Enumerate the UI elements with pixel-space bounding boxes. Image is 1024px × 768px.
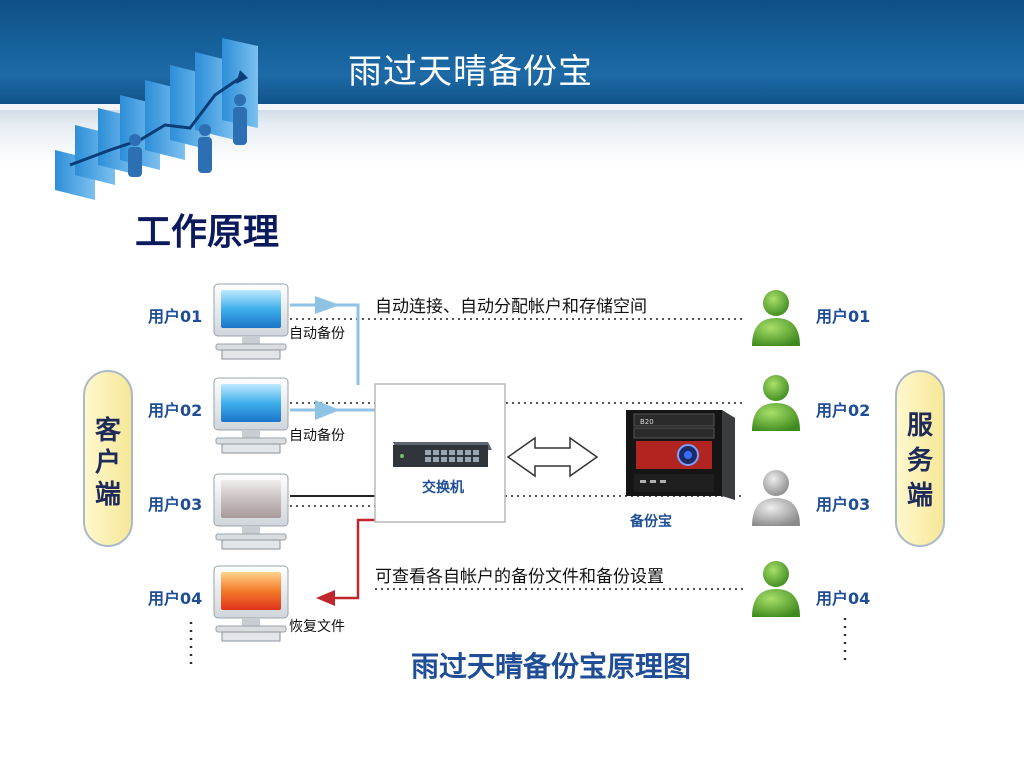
client-action-04: 恢复文件 <box>289 618 345 635</box>
client-action-01: 自动备份 <box>289 325 345 342</box>
header-title: 雨过天晴备份宝 <box>348 52 593 92</box>
backup-arrows <box>290 296 375 420</box>
server-user-icon-02 <box>752 375 800 431</box>
client-name-01: 用户01 <box>148 307 202 326</box>
client-label-char: 端 <box>95 480 121 510</box>
client-computer-02 <box>213 377 289 454</box>
server-user-name-04: 用户04 <box>816 589 870 608</box>
server-user-name-01: 用户01 <box>816 307 870 326</box>
header-divider <box>0 104 1024 110</box>
client-label-char: 客 <box>95 415 122 446</box>
server-label-char: 务 <box>907 446 933 476</box>
client-computer-01 <box>213 283 289 360</box>
server-user-icon-03 <box>752 470 800 526</box>
server-side-pill: 服 务 端 <box>895 370 945 547</box>
backup-device-label: 备份宝 <box>629 513 672 530</box>
server-user-name-02: 用户02 <box>816 401 870 420</box>
client-label-char: 户 <box>95 447 121 478</box>
network-switch: 交换机 <box>374 383 506 523</box>
server-user-icon-04 <box>752 561 800 617</box>
auto-connect-note: 自动连接、自动分配帐户和存储空间 <box>375 297 647 317</box>
server-user-name-03: 用户03 <box>816 495 870 514</box>
bidirectional-arrow <box>506 436 599 478</box>
backup-device: B20 备份宝 <box>626 410 735 530</box>
server-label-char: 服 <box>907 411 934 441</box>
restore-arrow <box>316 518 375 606</box>
diagram-caption: 雨过天晴备份宝原理图 <box>411 650 691 683</box>
client-computer-03 <box>213 473 289 550</box>
server-label-char: 端 <box>907 481 933 511</box>
view-backups-note: 可查看各自帐户的备份文件和备份设置 <box>375 567 664 587</box>
switch-label: 交换机 <box>422 479 464 496</box>
client-action-02: 自动备份 <box>289 427 345 444</box>
client-name-03: 用户03 <box>148 495 202 514</box>
client-name-02: 用户02 <box>148 401 202 420</box>
server-user-icon-01 <box>752 290 800 346</box>
section-title: 工作原理 <box>135 212 280 253</box>
client-computer-04 <box>213 565 289 642</box>
business-people-icon <box>128 94 247 177</box>
client-side-pill: 客 户 端 <box>83 370 133 547</box>
device-model-mark: B20 <box>640 418 654 426</box>
client-name-04: 用户04 <box>148 589 202 608</box>
